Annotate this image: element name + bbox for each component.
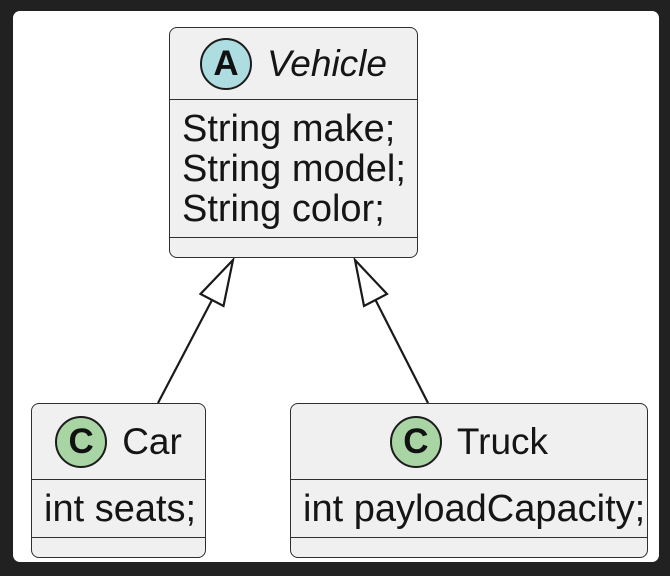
field-make: String make; [182, 107, 396, 150]
class-node-truck[interactable]: C Truck int payloadCapacity; [290, 403, 648, 558]
class-car-header: C Car [32, 404, 205, 480]
hollow-triangle-arrowhead [353, 256, 389, 308]
hollow-triangle-arrowhead [198, 256, 235, 308]
inheritance-edge-truck-vehicle [353, 256, 429, 404]
class-node-car[interactable]: C Car int seats; [31, 403, 206, 558]
field-color: String color; [182, 187, 385, 230]
class-vehicle-header: A Vehicle [170, 28, 417, 100]
class-truck-name: Truck [456, 420, 549, 462]
field-model: String model; [182, 147, 406, 190]
class-truck-header: C Truck [291, 404, 647, 480]
abstract-class-badge-icon: A [200, 37, 252, 90]
field-seats: int seats; [44, 487, 197, 530]
diagram-canvas: A Vehicle String make; String model; Str… [13, 11, 659, 562]
class-node-vehicle[interactable]: A Vehicle String make; String model; Str… [169, 27, 418, 258]
inheritance-edge-car-vehicle [157, 256, 235, 404]
class-car-fields: int seats; [32, 480, 205, 538]
field-payload-capacity: int payloadCapacity; [303, 487, 646, 530]
class-car-name: Car [122, 420, 182, 462]
class-badge-icon: C [55, 415, 108, 468]
class-vehicle-fields: String make; String model; String color; [170, 100, 417, 238]
class-vehicle-name: Vehicle [267, 42, 387, 84]
class-badge-icon: C [389, 415, 442, 468]
edges-layer [157, 256, 429, 404]
class-truck-fields: int payloadCapacity; [291, 480, 647, 538]
